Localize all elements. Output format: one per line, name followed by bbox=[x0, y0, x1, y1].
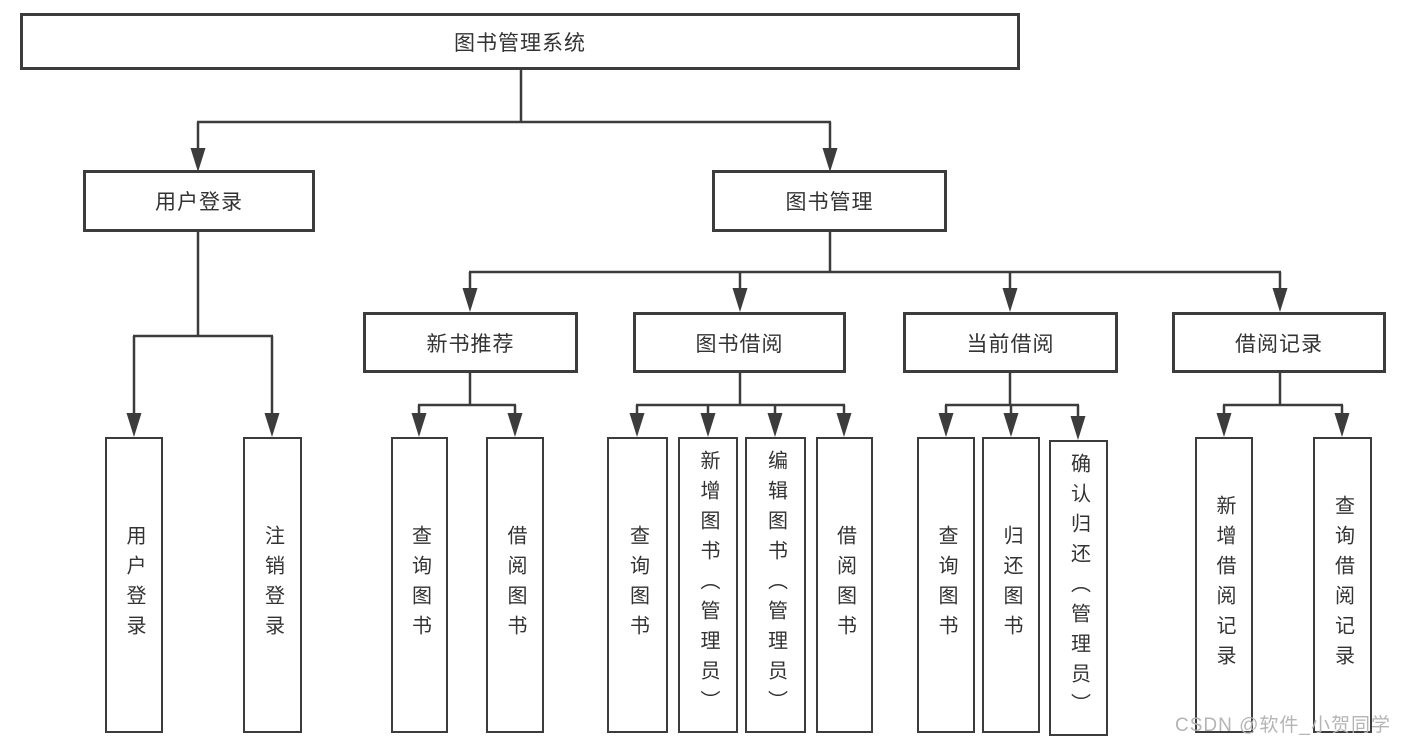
node-borrow-records-label: 借阅记录 bbox=[1235, 332, 1323, 356]
node-current-borrow: 当前借阅 bbox=[903, 312, 1118, 373]
leaf-edit-books-admin-label: 编辑图书（管理员） bbox=[764, 450, 787, 720]
leaf-return-books: 归还图书 bbox=[982, 437, 1040, 733]
node-book-management-label: 图书管理 bbox=[785, 191, 874, 214]
leaf-borrow-books: 借阅图书 bbox=[816, 437, 873, 733]
node-root-label: 图书管理系统 bbox=[454, 31, 586, 55]
leaf-add-borrow-record-label: 新增借阅记录 bbox=[1213, 495, 1235, 675]
node-new-book-recommend: 新书推荐 bbox=[363, 312, 578, 373]
leaf-query-borrow-record-label: 查询借阅记录 bbox=[1331, 495, 1354, 675]
leaf-add-books-admin-label: 新增图书（管理员） bbox=[697, 450, 719, 720]
leaf-user-login: 用户登录 bbox=[105, 437, 163, 733]
leaf-user-login-label: 用户登录 bbox=[123, 525, 145, 645]
leaf-borrow-books-recommend-label: 借阅图书 bbox=[504, 525, 526, 645]
leaf-confirm-return-admin-label: 确认归还（管理员） bbox=[1067, 453, 1090, 723]
leaf-return-books-label: 归还图书 bbox=[1000, 525, 1022, 645]
leaf-query-books-recommend-label: 查询图书 bbox=[408, 525, 431, 645]
node-user-login-label: 用户登录 bbox=[155, 191, 243, 214]
leaf-query-books-borrow-label: 查询图书 bbox=[626, 525, 649, 645]
leaf-query-books-recommend: 查询图书 bbox=[391, 437, 448, 733]
node-book-borrow: 图书借阅 bbox=[633, 312, 846, 373]
node-new-book-recommend-label: 新书推荐 bbox=[426, 332, 515, 356]
leaf-query-books-current: 查询图书 bbox=[917, 437, 975, 733]
node-book-management: 图书管理 bbox=[712, 170, 947, 232]
leaf-add-books-admin: 新增图书（管理员） bbox=[678, 437, 738, 733]
leaf-logout: 注销登录 bbox=[243, 437, 302, 733]
leaf-logout-label: 注销登录 bbox=[261, 525, 284, 645]
leaf-add-borrow-record: 新增借阅记录 bbox=[1195, 437, 1253, 733]
leaf-edit-books-admin: 编辑图书（管理员） bbox=[745, 437, 806, 733]
leaf-borrow-books-label: 借阅图书 bbox=[833, 525, 856, 645]
leaf-borrow-books-recommend: 借阅图书 bbox=[486, 437, 544, 733]
node-book-borrow-label: 图书借阅 bbox=[695, 332, 784, 356]
leaf-query-borrow-record: 查询借阅记录 bbox=[1313, 437, 1372, 733]
watermark: CSDN @软件_小贺同学 bbox=[1175, 715, 1391, 736]
leaf-query-books-borrow: 查询图书 bbox=[607, 437, 668, 733]
node-current-borrow-label: 当前借阅 bbox=[966, 332, 1055, 356]
node-root-system: 图书管理系统 bbox=[20, 13, 1020, 70]
node-user-login: 用户登录 bbox=[83, 170, 315, 232]
leaf-confirm-return-admin: 确认归还（管理员） bbox=[1049, 440, 1108, 736]
node-borrow-records: 借阅记录 bbox=[1172, 312, 1386, 373]
leaf-query-books-current-label: 查询图书 bbox=[935, 525, 957, 645]
